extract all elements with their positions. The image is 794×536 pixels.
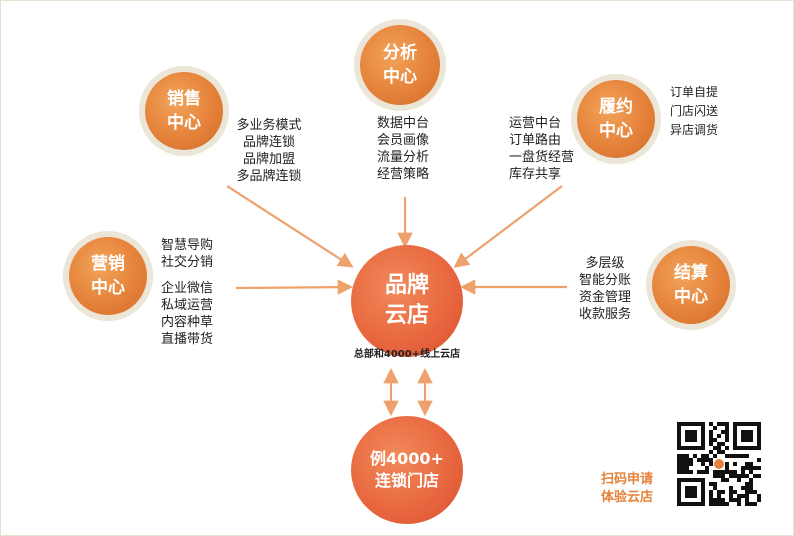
core-caption: 总部和4000+线上云店 [353, 349, 461, 360]
analysis-feature: 经营策略 [376, 167, 429, 182]
fulfillment-feature: 门店闪送 [670, 104, 719, 118]
chain-stores-label-2: 连锁门店 [374, 471, 439, 490]
brand-cloud-store-node: 品牌 云店 [351, 245, 463, 357]
cta-line-2: 体验云店 [601, 490, 654, 505]
marketing-feature: 社交分销 [161, 255, 214, 270]
analysis-feature: 会员画像 [376, 133, 429, 148]
sales-feature: 多品牌连锁 [236, 169, 302, 184]
sales-center-node: 销售 中心 [145, 72, 223, 150]
settlement-feature: 资金管理 [578, 290, 631, 305]
fulfillment-feature-list-left: 运营中台 订单路由 一盘货经营 库存共享 [509, 115, 574, 183]
marketing-feature: 私域运营 [161, 298, 214, 313]
analysis-feature: 数据中台 [376, 116, 429, 131]
qr-call-to-action: 扫码申请 体验云店 [601, 471, 653, 507]
settlement-center-label-2: 中心 [674, 287, 708, 307]
sales-feature: 多业务模式 [236, 118, 302, 133]
sales-feature-list: 多业务模式 品牌连锁 品牌加盟 多品牌连锁 [229, 117, 309, 185]
marketing-feature: 内容种草 [161, 315, 214, 330]
marketing-center-label-2: 中心 [91, 278, 125, 298]
arrow-fulfillment-to-core [453, 185, 563, 268]
marketing-center-node: 营销 中心 [69, 237, 147, 315]
fulfillment-feature: 运营中台 [509, 116, 562, 131]
settlement-center-node: 结算 中心 [652, 246, 730, 324]
qr-code-icon[interactable] [677, 422, 761, 506]
arrow-sales-to-core [226, 185, 354, 268]
settlement-feature: 智能分账 [578, 273, 631, 288]
analysis-center-label-2: 中心 [383, 67, 417, 87]
settlement-feature: 收款服务 [578, 307, 631, 322]
marketing-feature: 直播带货 [161, 332, 214, 347]
analysis-feature-list: 数据中台 会员画像 流量分析 经营策略 [363, 115, 443, 183]
qr-code-graphic [677, 422, 761, 506]
fulfillment-feature-list-right: 订单自提 门店闪送 异店调货 [670, 83, 718, 140]
marketing-feature-list-b: 企业微信 私域运营 内容种草 直播带货 [161, 280, 213, 348]
fulfillment-feature: 异店调货 [670, 123, 719, 137]
analysis-center-node: 分析 中心 [360, 25, 440, 105]
marketing-feature: 企业微信 [161, 281, 214, 296]
settlement-feature-list: 多层级 智能分账 资金管理 收款服务 [570, 255, 640, 323]
sales-center-label-1: 销售 [167, 89, 201, 109]
marketing-feature: 智慧导购 [161, 238, 214, 253]
brand-cloud-store-label-2: 云店 [384, 303, 429, 328]
analysis-feature: 流量分析 [376, 150, 429, 165]
sales-center-label-2: 中心 [167, 113, 201, 133]
fulfillment-feature: 库存共享 [509, 167, 562, 182]
settlement-center-label-1: 结算 [674, 263, 708, 283]
sales-feature: 品牌加盟 [242, 152, 295, 167]
fulfillment-feature: 一盘货经营 [509, 150, 575, 165]
chain-stores-label-1: 例4000+ [370, 449, 444, 468]
marketing-feature-list-a: 智慧导购 社交分销 [161, 237, 213, 271]
fulfillment-feature: 订单路由 [509, 133, 562, 148]
fulfillment-feature: 订单自提 [670, 85, 719, 99]
sales-feature: 品牌连锁 [242, 135, 295, 150]
fulfillment-center-label-2: 中心 [599, 121, 633, 141]
brand-cloud-store-label-1: 品牌 [384, 273, 429, 298]
fulfillment-center-node: 履约 中心 [577, 80, 655, 158]
fulfillment-center-label-1: 履约 [599, 97, 633, 117]
arrow-marketing-to-core [235, 279, 354, 295]
marketing-center-label-1: 营销 [91, 254, 125, 274]
cta-line-1: 扫码申请 [601, 472, 654, 487]
chain-stores-node: 例4000+ 连锁门店 [351, 416, 463, 524]
settlement-feature: 多层级 [585, 256, 625, 271]
analysis-center-label-1: 分析 [383, 43, 417, 63]
